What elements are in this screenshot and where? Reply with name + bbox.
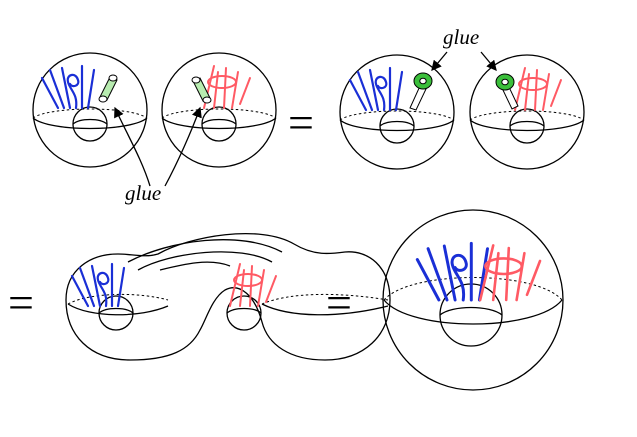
big-ball — [382, 209, 564, 391]
glue-arrow-left — [114, 106, 151, 187]
glue-arrow-top-right — [480, 51, 497, 71]
glue-disk-2 — [495, 73, 519, 110]
ball-top-left-2 — [161, 52, 277, 168]
equals-sign-1: = — [288, 97, 314, 148]
glue-disk-1 — [409, 72, 433, 111]
glue-arrow-right — [164, 106, 202, 187]
ball-top-right-2 — [469, 54, 585, 170]
connected-sum-ball — [65, 232, 391, 361]
glue-tube-2 — [191, 76, 212, 104]
equals-sign-2: = — [8, 277, 34, 328]
glue-tube-1 — [98, 74, 118, 103]
ball-top-right-1 — [339, 54, 455, 170]
equals-sign-3: = — [326, 277, 352, 328]
ball-top-left-1 — [32, 52, 148, 168]
glue-label-top: glue — [443, 25, 479, 49]
glue-arrow-top-left — [431, 51, 448, 71]
glue-label-bottom: glue — [125, 181, 161, 205]
